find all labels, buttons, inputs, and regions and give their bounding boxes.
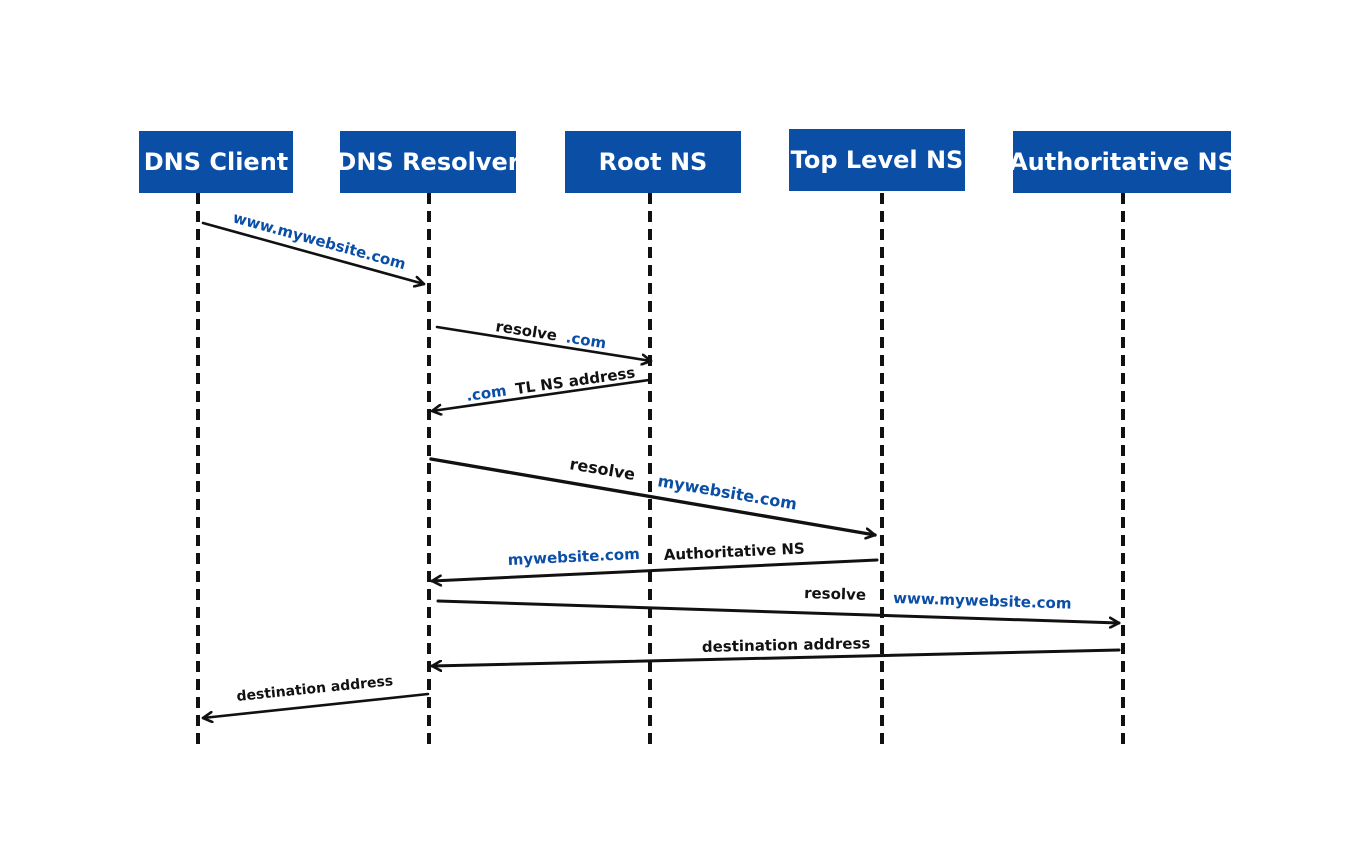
arrow-tld-to-resolver — [430, 558, 879, 581]
actor-root-ns: Root NS — [565, 131, 741, 193]
label-m3-text: TL NS address — [514, 363, 636, 398]
arrow-resolver-to-auth — [436, 599, 1121, 623]
arrow-resolver-to-tld — [429, 457, 877, 535]
actor-authoritative-ns: Authoritative NS — [1009, 131, 1235, 193]
label-m3: .com TL NS address — [465, 363, 636, 405]
actor-dns-client: DNS Client — [139, 131, 293, 193]
arrow-client-to-resolver — [201, 221, 426, 284]
label-m4-text: resolve — [568, 454, 636, 484]
label-m7-text: destination address — [702, 634, 871, 656]
arrow-root-to-resolver — [430, 378, 651, 411]
arrow-resolver-to-client — [201, 692, 430, 718]
label-m5-text: Authoritative NS — [663, 539, 805, 564]
arrow-auth-to-resolver — [430, 648, 1121, 666]
label-m4-domain: mywebsite.com — [656, 471, 798, 513]
actor-top-level-ns: Top Level NS — [789, 129, 965, 191]
label-m3-domain: .com — [465, 381, 508, 404]
label-m6-text: resolve — [804, 584, 866, 604]
label-m6-domain: www.mywebsite.com — [893, 589, 1072, 613]
label-m2: resolve .com — [494, 317, 607, 352]
label-m1-domain: www.mywebsite.com — [231, 209, 408, 274]
arrow-resolver-to-root — [435, 325, 653, 361]
label-m5-domain: mywebsite.com — [507, 545, 640, 569]
actor-dns-resolver: DNS Resolver — [336, 131, 520, 193]
